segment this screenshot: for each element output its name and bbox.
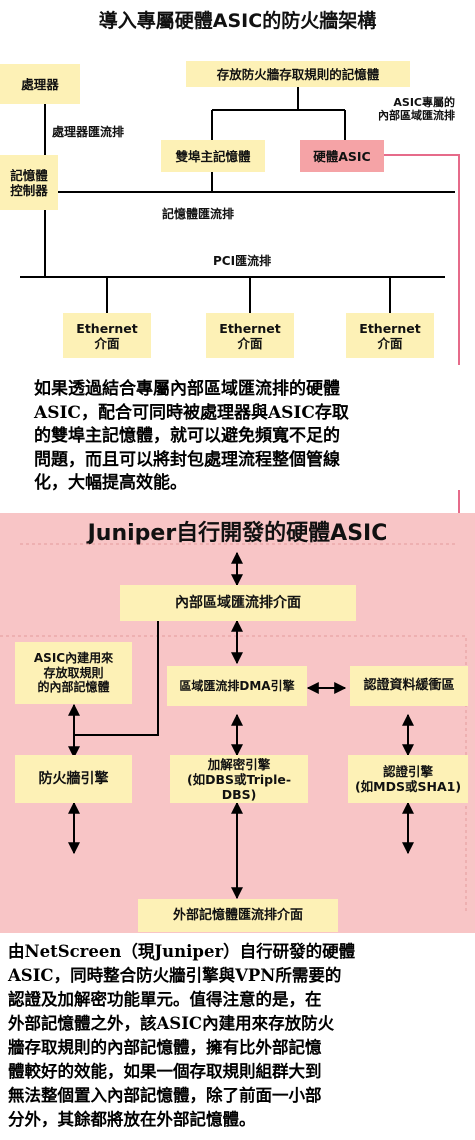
- ethernet-box-3: Ethernet 介面: [346, 313, 434, 358]
- top-diagram-lines: [20, 86, 460, 365]
- link-bus-firewall: [74, 619, 159, 736]
- internal-memory-box: ASIC內建用來 存放取規則 的內部記憶體: [15, 642, 132, 704]
- ethernet-box-2: Ethernet 介面: [206, 313, 294, 358]
- bottom-diagram-lines: [0, 543, 467, 913]
- asic-connector-line: [384, 154, 460, 365]
- dma-engine-box: 區域匯流排DMA引擎: [167, 666, 307, 706]
- cpu-bus-label: 處理器匯流排: [52, 125, 125, 139]
- panel-frame: [0, 635, 467, 913]
- top-paragraph: 如果透過結合專屬內部區域匯流排的硬體 ASIC，配合可同時被處理器與ASIC存取…: [34, 379, 349, 493]
- pci-bus-label: PCI匯流排: [213, 254, 272, 268]
- top-diagram-title: 導入專屬硬體ASIC的防火牆架構: [98, 10, 377, 32]
- external-bus-interface-box: 外部記憶體匯流排介面: [138, 899, 338, 932]
- internal-bus-interface-box: 內部區域匯流排介面: [120, 585, 356, 621]
- crypto-engine-box: 加解密引擎 (如DBS或Triple-DBS): [170, 755, 308, 803]
- firewall-engine-box: 防火牆引擎: [15, 755, 132, 803]
- asic-bus-label: ASIC專屬的 內部區域匯流排: [378, 96, 455, 122]
- bottom-diagram-title: Juniper自行開發的硬體ASIC: [87, 521, 388, 546]
- memory-controller-box: 記憶體 控制器: [0, 155, 58, 210]
- auth-buffer-box: 認證資料緩衝區: [350, 666, 468, 706]
- memory-bus-label: 記憶體匯流排: [162, 207, 235, 221]
- dual-port-memory-box: 雙埠主記憶體: [161, 140, 265, 172]
- bottom-paragraph: 由NetScreen（現Juniper）自行研發的硬體 ASIC，同時整合防火牆…: [8, 942, 356, 1129]
- asic-box: 硬體ASIC: [300, 140, 384, 172]
- rules-memory-box: 存放防火牆存取規則的記憶體: [186, 61, 410, 87]
- processor-box: 處理器: [0, 64, 80, 104]
- auth-engine-box: 認證引擎 (如MDS或SHA1): [348, 755, 468, 803]
- ethernet-box-1: Ethernet 介面: [63, 313, 151, 358]
